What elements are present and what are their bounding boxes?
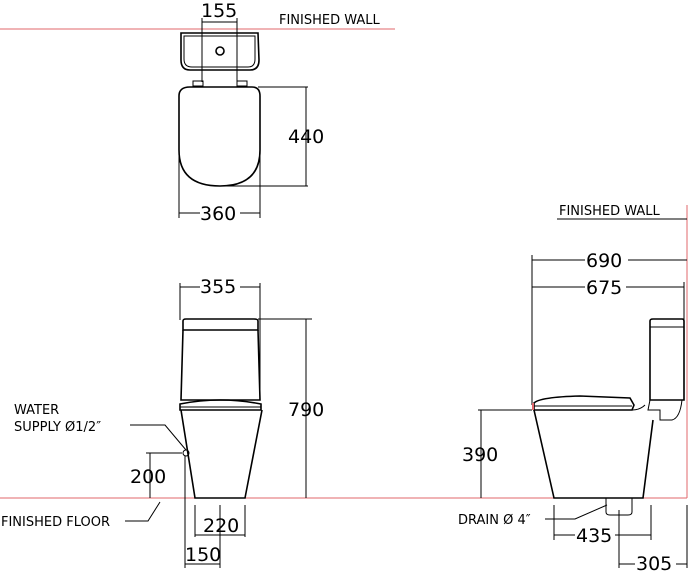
dim-base-width: 220 (203, 515, 239, 537)
top-view: 155 FINISHED WALL 440 360 (0, 0, 395, 225)
dim-outlet-spacing: 155 (201, 0, 237, 22)
dim-supply-height: 200 (130, 466, 166, 488)
dim-drain-to-front: 435 (576, 525, 612, 547)
dim-body-depth: 675 (586, 277, 622, 299)
dim-rough-in: 305 (636, 553, 672, 574)
water-supply-label-line1: WATER (14, 403, 59, 418)
seat-top-outline (178, 86, 261, 187)
dim-overall-depth: 690 (586, 250, 622, 272)
dim-supply-offset: 150 (185, 544, 221, 566)
dim-front-height: 790 (288, 399, 324, 421)
front-view: 355 790 WATER SUPPLY Ø1/2″ 200 FINISHED … (0, 276, 340, 568)
dim-seat-height: 390 (462, 444, 498, 466)
side-view: FINISHED WALL 690 675 390 DRAIN Ø 4″ (340, 204, 688, 574)
drain-label: DRAIN Ø 4″ (458, 513, 531, 528)
water-supply-label-line2: SUPPLY Ø1/2″ (14, 420, 101, 435)
finished-wall-label-side: FINISHED WALL (559, 204, 661, 219)
dim-top-width: 360 (200, 203, 236, 225)
flush-button-icon (215, 46, 225, 56)
dim-front-width: 355 (200, 276, 236, 298)
tank-top-outline (180, 32, 260, 71)
finished-wall-label-top: FINISHED WALL (279, 13, 381, 28)
finished-floor-label: FINISHED FLOOR (1, 515, 110, 530)
dim-seat-length: 440 (288, 126, 324, 148)
